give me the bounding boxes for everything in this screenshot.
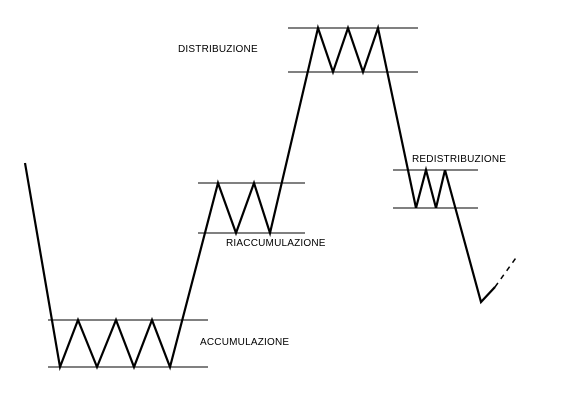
label-redistribuzione: REDISTRIBUZIONE [412,154,506,165]
price-path [23,23,496,372]
label-accumulazione: ACCUMULAZIONE [200,337,289,348]
label-riaccumulazione: RIACCUMULAZIONE [226,238,326,249]
price-path-dashed-tail [494,254,519,288]
label-distribuzione: DISTRIBUZIONE [178,44,258,55]
